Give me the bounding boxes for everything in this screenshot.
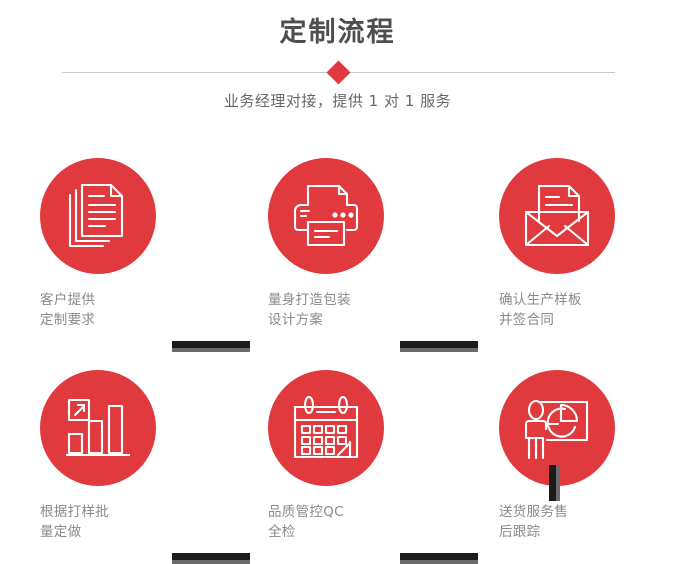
flow-step-6-label: 送货服务售 后跟踪 [499,504,568,540]
presenter-pie-chart-icon [525,396,589,460]
calendar-icon [293,396,359,460]
flow-step-1-badge [40,158,156,274]
flow-step-3-label: 确认生产样板 并签合同 [499,292,582,328]
flow-step-6[interactable]: 送货服务售 后跟踪 [477,370,637,542]
flow-step-6-badge [499,370,615,486]
connector-step4-step5 [172,553,250,564]
flow-step-2-badge [268,158,384,274]
flow-step-3[interactable]: 确认生产样板 并签合同 [477,158,637,330]
flow-step-4[interactable]: 根据打样批 量定做 [18,370,178,542]
connector-shadow [400,560,478,564]
flow-step-5[interactable]: 品质管控QC 全检 [246,370,406,542]
connector-shadow [172,560,250,564]
connector-step1-step2 [172,341,250,352]
connector-bar [400,341,478,348]
flow-step-5-label: 品质管控QC 全检 [268,504,344,540]
flow-step-3-badge [499,158,615,274]
connector-bar [400,553,478,560]
page-title: 定制流程 [279,17,396,48]
flow-step-2[interactable]: 量身打造包装 设计方案 [246,158,406,330]
flow-step-1-label: 客户提供 定制要求 [40,292,96,328]
envelope-document-icon [524,184,590,248]
diamond-marker-icon [326,60,351,85]
header-subtitle: 业务经理对接，提供 1 对 1 服务 [223,92,452,110]
bar-chart-growth-icon [66,398,130,458]
flow-step-1[interactable]: 客户提供 定制要求 [18,158,178,330]
flow-step-4-label: 根据打样批 量定做 [40,504,109,540]
header: 定制流程 业务经理对接，提供 1 对 1 服务 [0,0,675,130]
connector-shadow [556,465,560,501]
flow-step-4-badge [40,370,156,486]
connector-shadow [400,348,478,352]
connector-shadow [172,348,250,352]
connector-step2-step3 [400,341,478,352]
title-divider [62,60,615,85]
process-flow: 客户提供 定制要求 量身 [0,130,675,564]
flow-step-2-label: 量身打造包装 设计方案 [268,292,351,328]
printer-icon [293,184,359,248]
connector-bar [172,341,250,348]
calendar-icon-badge [268,370,384,486]
connector-step5-step6 [400,553,478,564]
connector-bar [549,465,556,501]
connector-step3-step6 [549,465,560,501]
connector-bar [172,553,250,560]
documents-stack-icon [67,183,129,249]
